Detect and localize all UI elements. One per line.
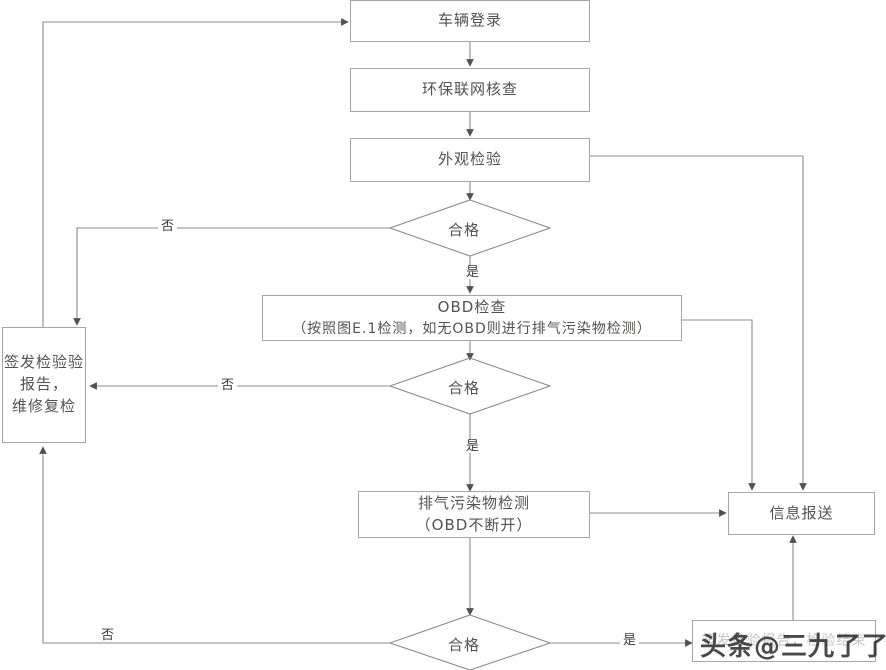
node-finish-label: 签发检验报告，检验结束 <box>701 632 867 649</box>
node-obd-check[interactable]: OBD检查 （按照图E.1检测，如无OBD则进行排气污染物检测） <box>262 295 682 341</box>
node-appearance-inspection-label: 外观检验 <box>437 150 502 169</box>
edge-label-d3-no: 否 <box>98 629 118 642</box>
node-emission-test[interactable]: 排气污染物检测 （OBD不断开） <box>358 491 590 538</box>
node-emission-test-detail: （OBD不断开） <box>415 515 533 534</box>
edge-d3-no-to-issue <box>39 446 390 644</box>
edge-label-d1-yes: 是 <box>463 266 483 279</box>
shape-decision-1 <box>388 199 552 257</box>
edge-d1-no-to-issue <box>73 227 390 326</box>
node-vehicle-login[interactable]: 车辆登录 <box>350 0 590 42</box>
node-emission-test-title: 排气污染物检测 <box>417 493 530 512</box>
edge-obd-to-inforeport <box>682 319 756 491</box>
decision-1-label: 合格 <box>448 221 481 239</box>
edge-issue-to-login <box>42 18 349 327</box>
node-obd-check-title: OBD检查 <box>437 297 507 316</box>
edge-appearance-to-inforeport <box>590 155 807 491</box>
node-info-report-label: 信息报送 <box>769 503 834 522</box>
node-env-network-check-label: 环保联网核查 <box>421 80 518 99</box>
shape-decision-3 <box>388 614 552 670</box>
decision-3-label: 合格 <box>448 636 481 654</box>
edge-label-d1-no: 否 <box>158 220 178 233</box>
edge-label-d2-yes: 是 <box>463 440 483 453</box>
node-issue-report-line3: 维修复检 <box>11 396 76 415</box>
node-appearance-inspection[interactable]: 外观检验 <box>350 138 590 182</box>
node-vehicle-login-label: 车辆登录 <box>437 11 502 30</box>
node-env-network-check[interactable]: 环保联网核查 <box>350 68 590 112</box>
node-finish[interactable]: 签发检验报告，检验结束 <box>692 620 876 662</box>
node-issue-report-line2: 报告， <box>19 375 68 394</box>
node-obd-check-detail: （按照图E.1检测，如无OBD则进行排气污染物检测） <box>292 320 652 337</box>
edge-label-d2-no: 否 <box>218 379 238 392</box>
node-info-report[interactable]: 信息报送 <box>728 492 875 535</box>
node-issue-report-line1: 签发检验验 <box>3 353 84 372</box>
edge-label-d3-yes: 是 <box>620 634 640 647</box>
decision-2-label: 合格 <box>448 379 481 397</box>
shape-decision-2 <box>388 357 552 415</box>
node-issue-report[interactable]: 签发检验验 报告， 维修复检 <box>2 327 86 443</box>
